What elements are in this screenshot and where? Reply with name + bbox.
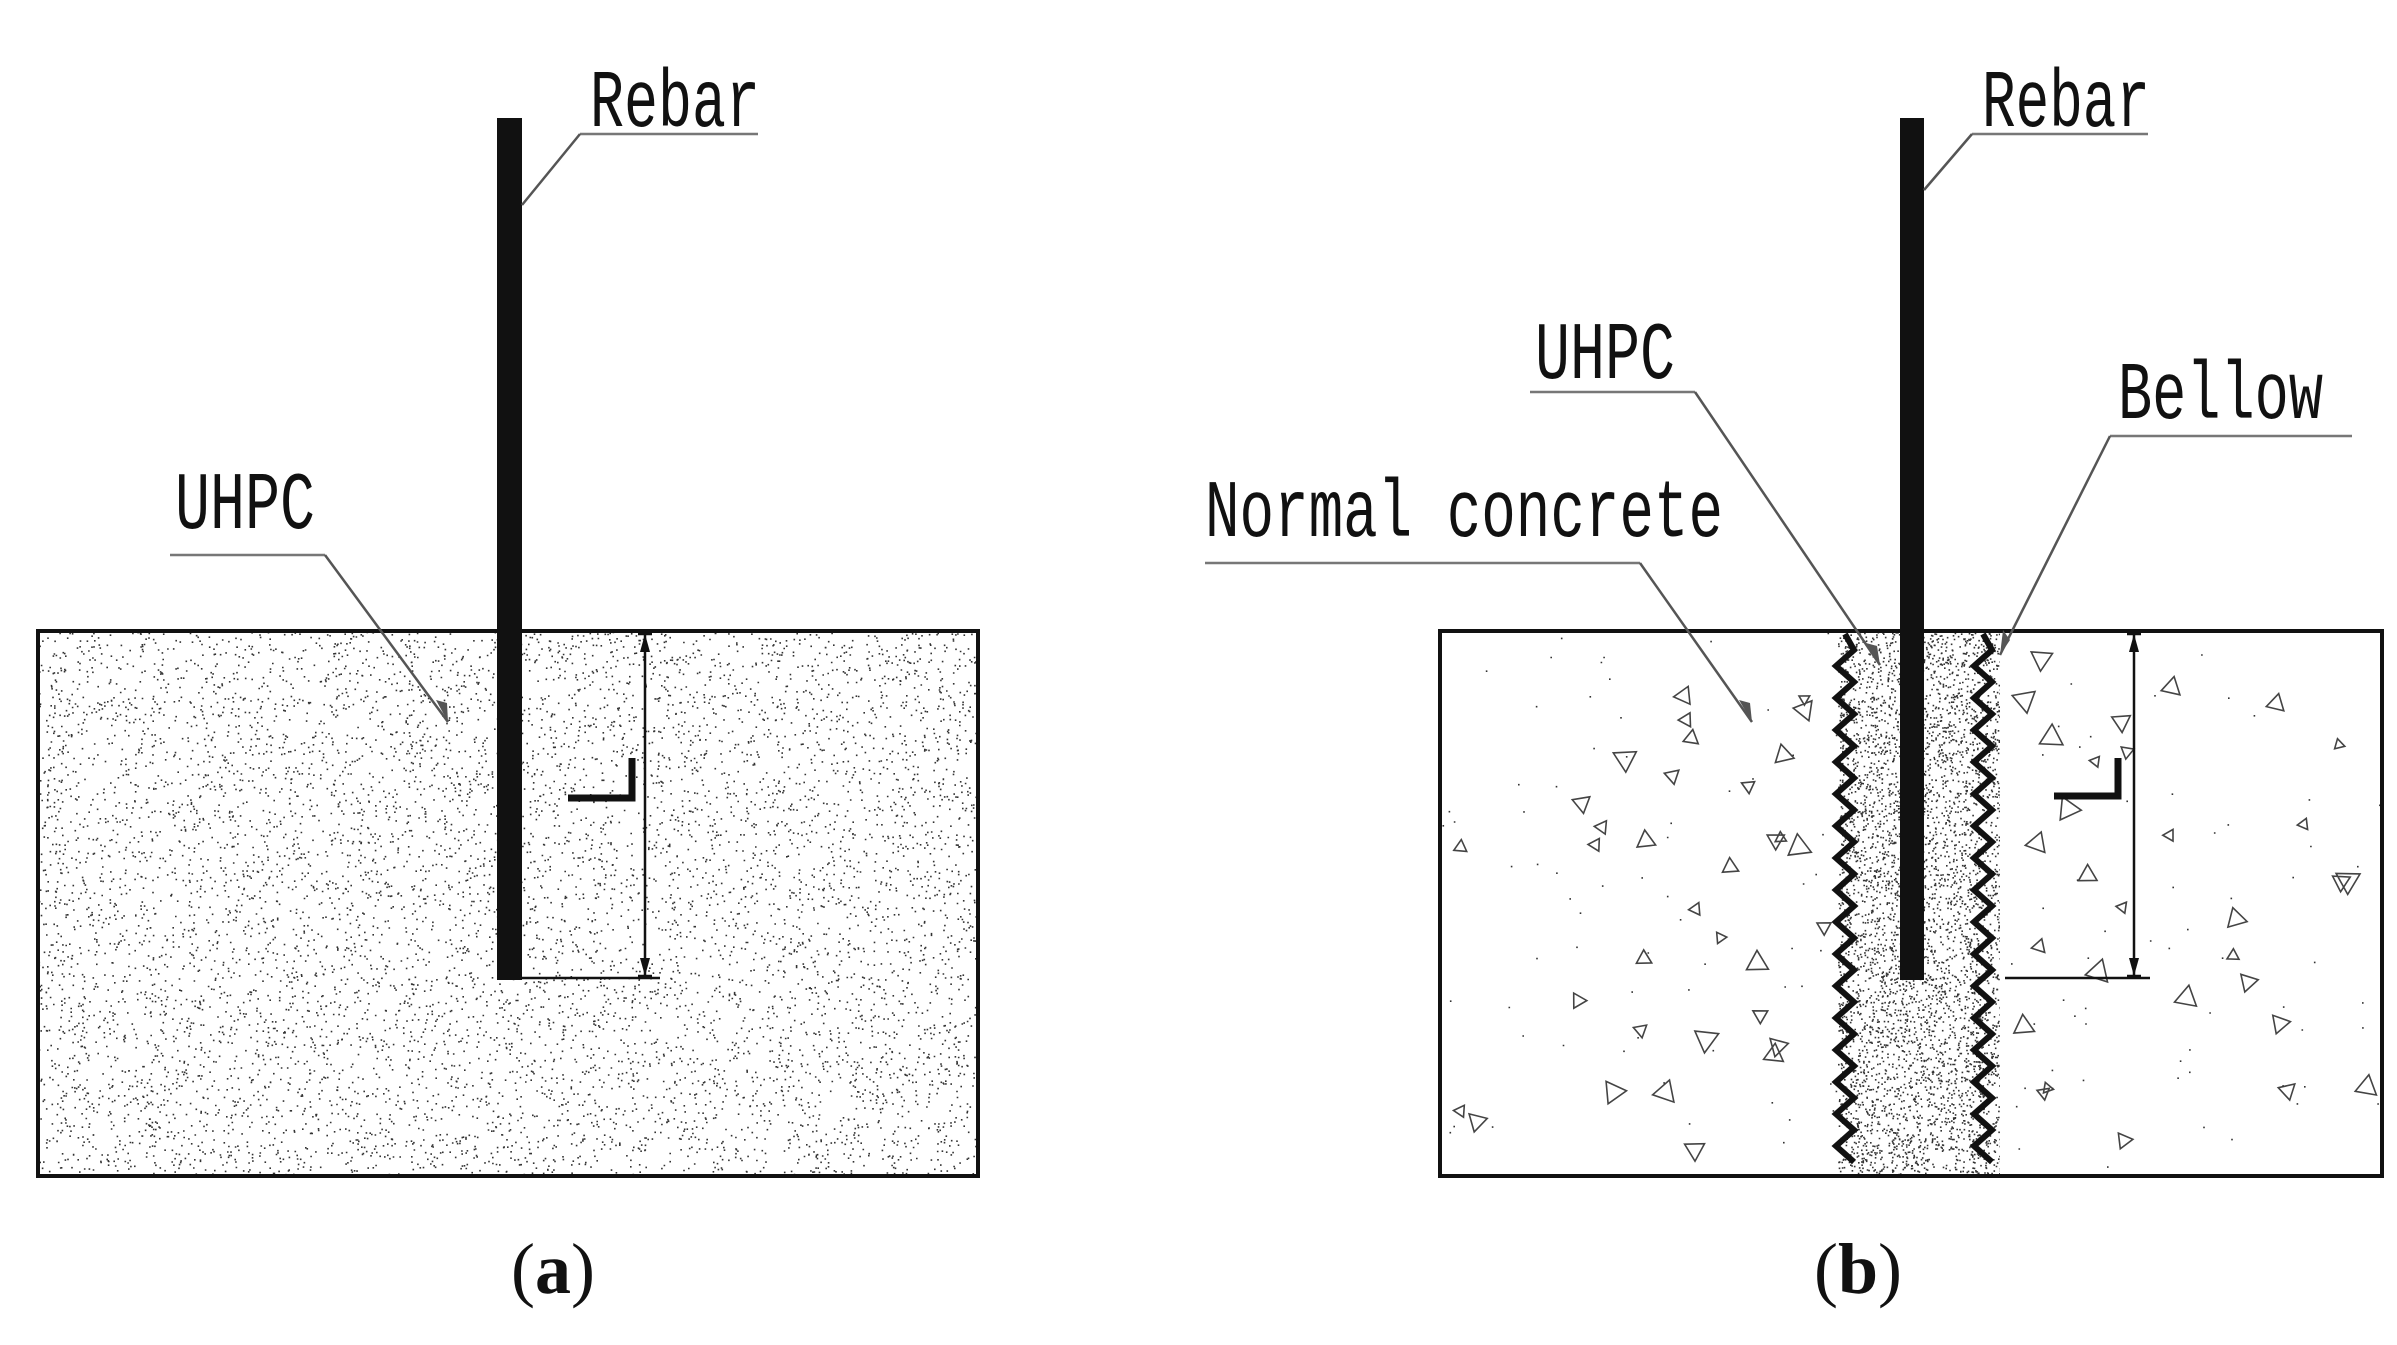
uhpc-label-a: UHPC: [175, 460, 315, 553]
aggregate-triangles: [1451, 684, 1833, 1163]
rebar-label-a: Rebar: [590, 58, 760, 151]
embed-length-glyph-b: [2054, 758, 2122, 800]
uhpc-leader-a-arrow: [436, 700, 448, 722]
uhpc-leader-b-arrow: [1866, 643, 1880, 665]
normal-concrete-leader-b-arrow: [1739, 700, 1752, 722]
panel-caption-b: (b): [1814, 1229, 1902, 1309]
uhpc-leader-b: [1693, 391, 1882, 666]
stipple-dots: [1442, 632, 1841, 1144]
embed-length-glyph-a: [568, 758, 636, 802]
normal-concrete-fill-left: [1442, 632, 1841, 1163]
normal-concrete-leader-b: [1638, 562, 1754, 723]
aggregate-triangles: [2010, 650, 2378, 1151]
normal-concrete-fill-right: [1996, 650, 2382, 1168]
bellow-leader-b-arrow: [2000, 630, 2010, 655]
bellow-leader-b: [1998, 435, 2112, 656]
rebar-a: [497, 118, 522, 980]
embed-length-dimension-b: [2005, 632, 2150, 980]
bellow-left: [1831, 632, 1859, 1165]
uhpc-leader-a: [323, 554, 450, 723]
embed-length-dimension-a: [522, 632, 660, 980]
bellow-right: [1969, 632, 1997, 1165]
panel-b: Rebar UHPC Bellow Normal concrete (b): [1205, 58, 2384, 1309]
bellow-label-b: Bellow: [2118, 350, 2323, 443]
panel-caption-a: (a): [511, 1229, 595, 1309]
rebar-leader-a: [521, 133, 581, 206]
stipple-dots: [1996, 654, 2382, 1168]
panel-a: Rebar UHPC (a): [36, 58, 980, 1309]
rebar-label-b: Rebar: [1982, 58, 2150, 151]
rebar-b: [1900, 118, 1924, 980]
normal-concrete-label-b: Normal concrete: [1205, 468, 1723, 561]
uhpc-label-b: UHPC: [1535, 310, 1675, 403]
rebar-leader-b: [1923, 133, 1973, 191]
